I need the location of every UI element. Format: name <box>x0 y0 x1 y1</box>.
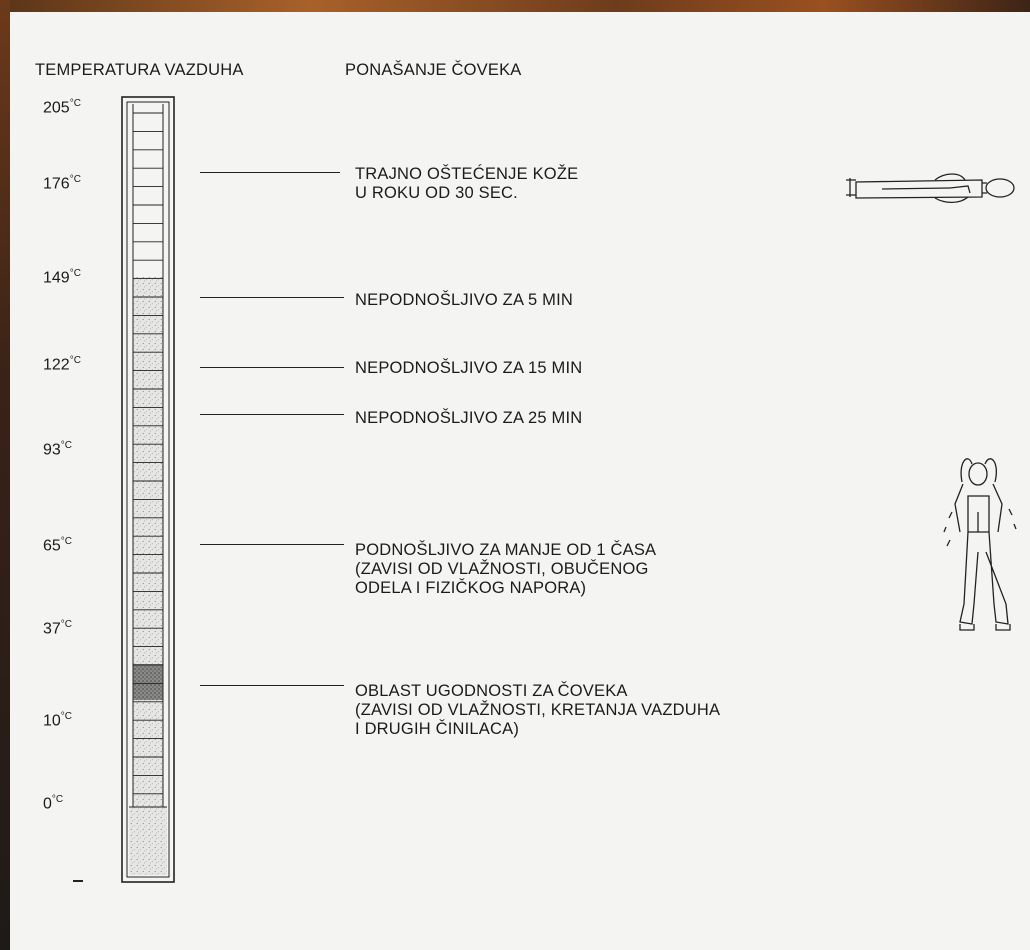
effect-tolerable-1h: PODNOŠLJIVO ZA MANJE OD 1 ČASA (ZAVISI O… <box>355 541 657 597</box>
temp-label-93: 93°C <box>43 440 73 459</box>
effect-intolerable-25min: NEPODNOŠLJIVO ZA 25 MIN <box>355 409 583 427</box>
leader-line-1h <box>200 544 344 545</box>
thermometer <box>121 96 175 883</box>
leader-line-15min <box>200 367 344 368</box>
leader-line-5min <box>200 297 344 298</box>
temperature-column-header: TEMPERATURA VAZDUHA <box>35 61 244 79</box>
temp-label-122: 122°C <box>43 355 81 374</box>
temp-label-65: 65°C <box>43 536 73 555</box>
background-frame-left <box>0 0 10 950</box>
effect-intolerable-15min: NEPODNOŠLJIVO ZA 15 MIN <box>355 359 583 377</box>
leader-line-176 <box>200 172 340 173</box>
leader-line-25min <box>200 414 344 415</box>
diagram-sheet: TEMPERATURA VAZDUHA PONAŠANJE ČOVEKA 205… <box>10 12 1030 950</box>
temp-label-0: 0°C <box>43 794 64 813</box>
temp-label-37: 37°C <box>43 619 73 638</box>
lying-person-icon <box>846 173 1015 204</box>
effect-intolerable-5min: NEPODNOŠLJIVO ZA 5 MIN <box>355 291 574 309</box>
leader-line-comfort <box>200 685 344 686</box>
temp-label-149: 149°C <box>43 268 81 287</box>
background-frame-top <box>0 0 1030 12</box>
effect-comfort-zone: OBLAST UGODNOSTI ZA ČOVEKA (ZAVISI OD VL… <box>355 682 721 738</box>
bottom-dash-mark <box>73 880 83 882</box>
temp-label-10: 10°C <box>43 711 73 730</box>
behavior-column-header: PONAŠANJE ČOVEKA <box>345 61 522 79</box>
effect-skin-damage: TRAJNO OŠTEĆENJE KOŽE U ROKU OD 30 SEC. <box>355 165 579 202</box>
distressed-person-icon <box>943 458 1017 631</box>
temp-label-205: 205°C <box>43 98 81 117</box>
temp-label-176: 176°C <box>43 174 81 193</box>
diagram-drawing <box>121 96 1017 883</box>
